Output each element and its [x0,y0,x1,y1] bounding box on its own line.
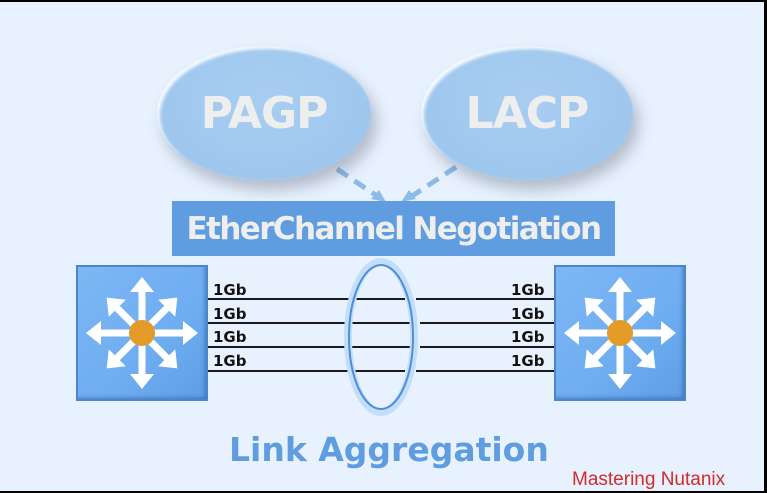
link-speed-label: 1Gb [511,305,545,323]
watermark: Mastering Nutanix [572,469,726,490]
link-speed-label: 1Gb [511,328,545,346]
multilayer-switch-icon [86,277,198,389]
left-switch [76,265,208,401]
link-lines [208,298,554,372]
arrow-lacp-to-negotiation [401,164,458,202]
aggregation-ellipse [344,258,418,416]
arrow-icon [130,277,154,333]
link-speed-label: 1Gb [213,352,247,370]
link-aggregation-title: Link Aggregation [229,430,549,469]
etherchannel-negotiation-banner: EtherChannel Negotiation [172,201,615,256]
negotiation-label: EtherChannel Negotiation [186,210,603,247]
lacp-protocol-oval: LACP [421,46,633,180]
arrow-icon [130,333,154,389]
link-speed-label: 1Gb [511,352,545,370]
link-speed-label: 1Gb [511,281,545,299]
lacp-label: LACP [465,87,590,139]
hub-dot [129,320,155,346]
arrow-icon [608,333,632,389]
arrow-icon [608,277,632,333]
multilayer-switch-icon [564,277,676,389]
arrow-pagp-to-negotiation [335,166,386,202]
pagp-label: PAGP [200,87,329,139]
link-speed-label: 1Gb [213,281,247,299]
link-speed-label: 1Gb [213,305,247,323]
right-switch [554,265,686,401]
link-speed-label: 1Gb [213,328,247,346]
hub-dot [607,320,633,346]
pagp-protocol-oval: PAGP [157,46,371,180]
